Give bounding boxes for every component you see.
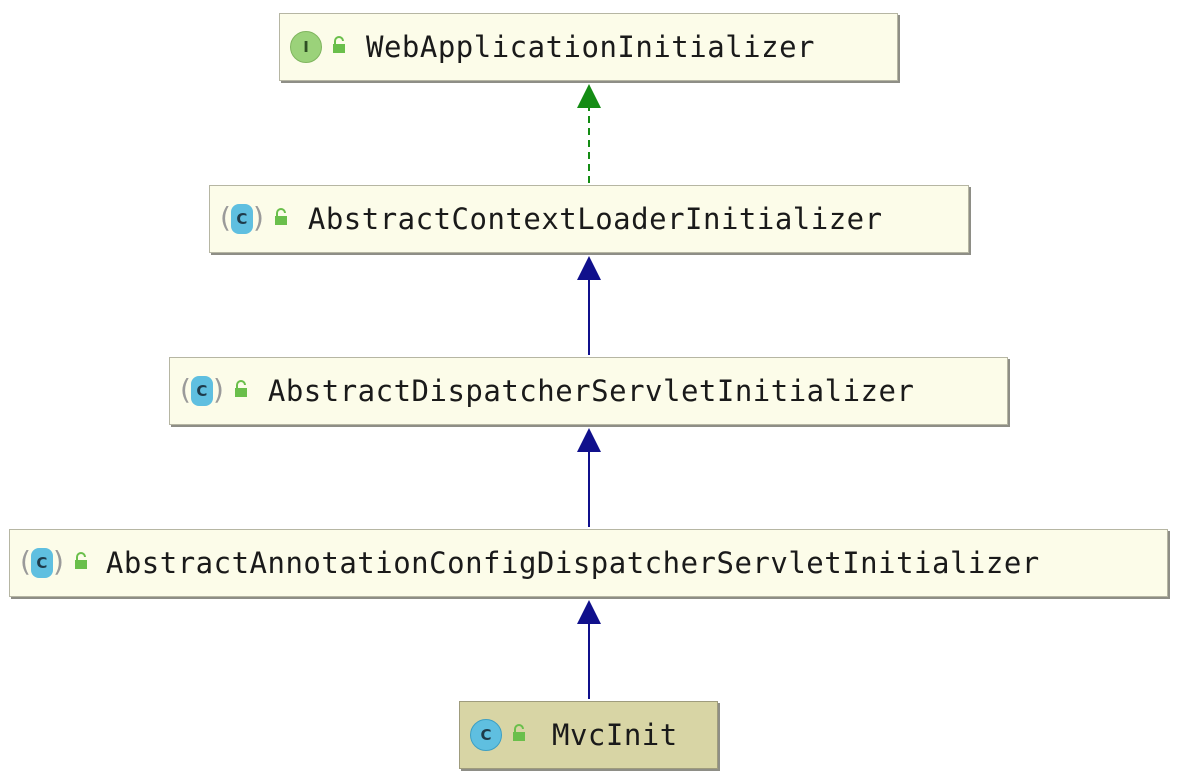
node-abstract-annotation-config-dispatcher-servlet-initializer[interactable]: (C) AbstractAnnotationConfigDispatcherSe… [9, 529, 1168, 597]
abstract-class-icon: (C) [180, 372, 224, 406]
edge-arrowhead [577, 428, 601, 452]
node-icons: C [470, 719, 530, 751]
node-abstract-context-loader-initializer[interactable]: (C) AbstractContextLoaderInitializer [209, 185, 969, 253]
node-label: WebApplicationInitializer [366, 30, 815, 64]
edge-arrowhead [577, 84, 601, 108]
abstract-class-icon: (C) [220, 200, 264, 234]
node-icons: (C) [20, 547, 92, 579]
node-abstract-dispatcher-servlet-initializer[interactable]: (C) AbstractDispatcherServletInitializer [169, 357, 1008, 425]
node-label: AbstractDispatcherServletInitializer [267, 374, 915, 408]
edge-arrowhead [577, 600, 601, 624]
unlocked-lock-icon [232, 379, 252, 403]
node-label: AbstractAnnotationConfigDispatcherServle… [105, 546, 1040, 580]
unlocked-lock-icon [272, 207, 292, 231]
edge-arrowhead [577, 256, 601, 280]
abstract-class-icon: (C) [20, 544, 64, 578]
node-web-application-initializer[interactable]: I WebApplicationInitializer [279, 13, 898, 81]
node-icons: (C) [180, 375, 252, 407]
class-icon: C [470, 719, 502, 751]
node-icons: I [290, 31, 350, 63]
node-label: MvcInit [552, 718, 678, 752]
interface-icon: I [290, 31, 322, 63]
node-icons: (C) [220, 203, 292, 235]
node-mvc-init[interactable]: C MvcInit [459, 701, 718, 769]
node-label: AbstractContextLoaderInitializer [307, 202, 883, 236]
unlocked-lock-icon [330, 35, 350, 59]
unlocked-lock-icon [510, 723, 530, 747]
unlocked-lock-icon [72, 551, 92, 575]
